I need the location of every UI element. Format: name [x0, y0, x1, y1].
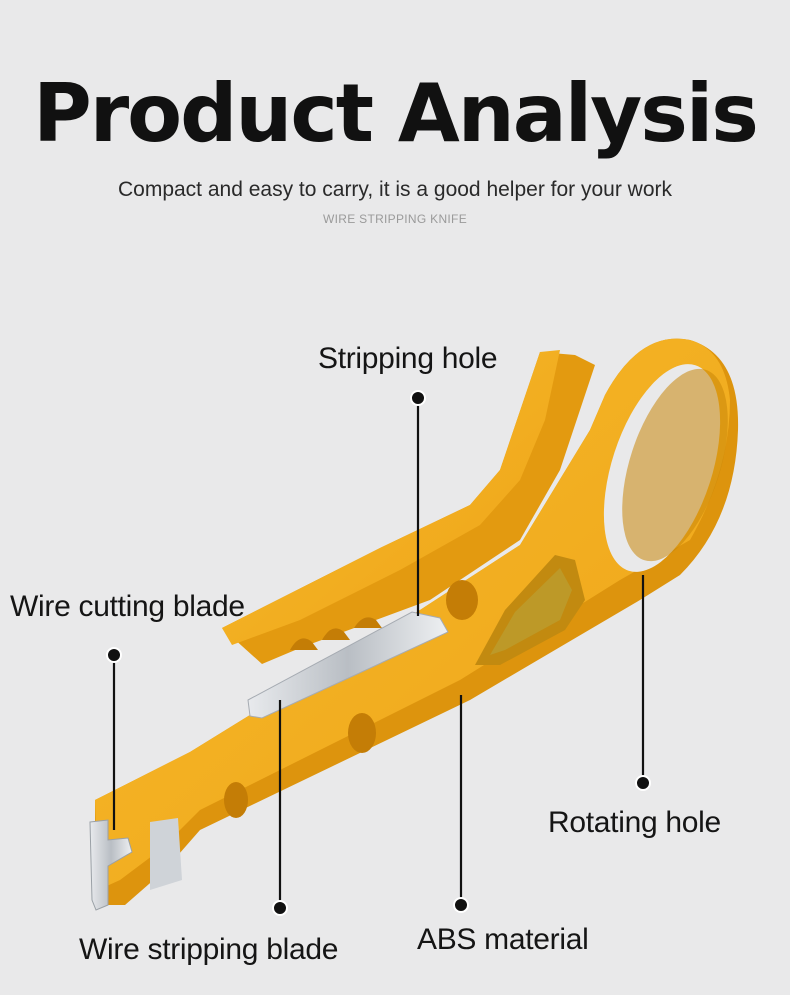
upper-jaw [222, 350, 595, 664]
label-stripping-hole: Stripping hole [318, 342, 498, 375]
label-wire-stripping-blade: Wire stripping blade [79, 933, 339, 966]
wire-stripping-blade [247, 611, 449, 719]
product-caption: WIRE STRIPPING KNIFE [322, 212, 467, 226]
wire-cutting-blade [89, 818, 182, 911]
label-wire-cutting-blade: Wire cutting blade [10, 590, 245, 623]
label-abs-material: ABS material [417, 923, 589, 956]
page-title: Product Analysis [33, 67, 759, 160]
page-subtitle: Compact and easy to carry, it is a good … [117, 178, 673, 201]
label-rotating-hole: Rotating hole [548, 806, 721, 839]
callout-lines [106, 390, 651, 916]
